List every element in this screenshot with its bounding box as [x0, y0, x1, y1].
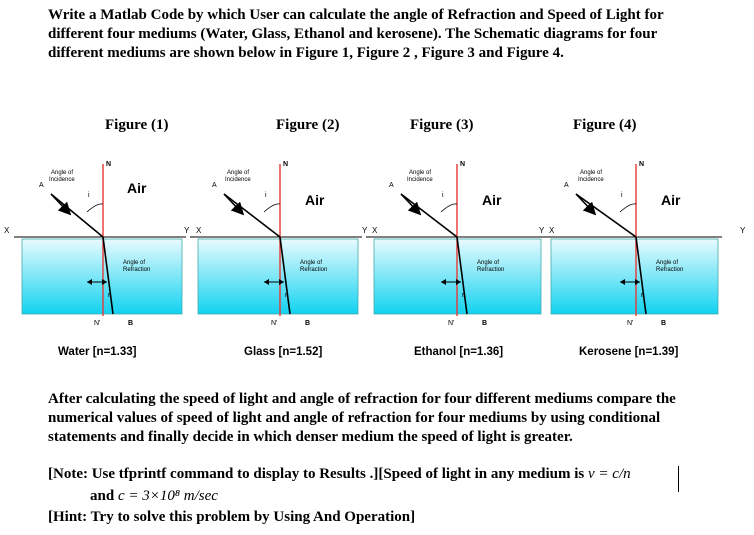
incident-arrow-4: [575, 193, 597, 216]
point-a-1: A: [39, 182, 44, 189]
medium-name-4: Kerosene [n=1.39]: [579, 346, 679, 358]
incidence-arc-4: [619, 203, 637, 213]
air-label-1: Air: [127, 180, 147, 196]
figure-4-caption: Figure (4): [573, 117, 637, 133]
axis-y-4: Y: [740, 226, 746, 235]
refraction-label-a-4: Angle of: [656, 260, 678, 266]
figure-2-caption: Figure (2): [276, 117, 340, 133]
angle-i-4: i: [621, 192, 623, 199]
incident-ray-4: [575, 193, 637, 238]
refraction-label-b-3: Refraction: [477, 267, 504, 273]
point-a-3: A: [389, 182, 394, 189]
note-and: and: [90, 488, 115, 504]
incidence-label-a-2: Angle of: [227, 170, 249, 176]
note-text: [Note: Use tfprintf command to display t…: [48, 466, 585, 482]
incidence-label-b-2: Incidence: [225, 177, 251, 183]
point-b-1: B: [128, 320, 133, 327]
axis-x-1: X: [4, 226, 10, 235]
figure-3-caption: Figure (3): [410, 117, 474, 133]
refraction-arrowheads-3: [441, 279, 461, 285]
refraction-label-b-4: Refraction: [656, 267, 683, 273]
normal-top-1: N: [106, 161, 111, 168]
normal-top-2: N: [283, 161, 288, 168]
angle-r-2: r: [285, 292, 288, 299]
medium-name-3: Ethanol [n=1.36]: [414, 346, 503, 358]
refracted-ray-4: [635, 236, 647, 315]
angle-i-1: i: [88, 192, 90, 199]
text-cursor-bar: [678, 466, 679, 492]
incident-arrow-2: [223, 193, 245, 216]
medium-name-1: Water [n=1.33]: [58, 346, 137, 358]
angle-i-3: i: [442, 192, 444, 199]
incident-ray-1: [50, 193, 104, 238]
axis-y-3: Y: [539, 226, 545, 235]
point-a-4: A: [564, 182, 569, 189]
figure-1-caption: Figure (1): [105, 117, 169, 133]
angle-r-1: r: [108, 292, 111, 299]
point-b-3: B: [482, 320, 487, 327]
normal-top-4: N: [639, 161, 644, 168]
refraction-label-a-2: Angle of: [300, 260, 322, 266]
axis-y-1: Y: [184, 226, 190, 235]
medium-block-2: [197, 238, 359, 315]
incidence-label-b-1: Incidence: [49, 177, 75, 183]
normal-bottom-4: N': [627, 320, 633, 327]
medium-block-4: [550, 238, 719, 315]
refracted-ray-1: [102, 236, 114, 315]
outro-paragraph: After calculating the speed of light and…: [48, 391, 676, 445]
angle-i-2: i: [265, 192, 267, 199]
axis-x-4: X: [549, 226, 555, 235]
axis-x-2: X: [196, 226, 202, 235]
incidence-label-a-3: Angle of: [409, 170, 431, 176]
air-label-4: Air: [661, 192, 681, 208]
note-line-2: and c = 3×10⁸ m/sec: [90, 488, 218, 505]
hint-line: [Hint: Try to solve this problem by Usin…: [48, 509, 416, 525]
normal-bottom-1: N': [94, 320, 100, 327]
incident-ray-3: [400, 193, 458, 238]
incidence-label-a-4: Angle of: [580, 170, 602, 176]
incidence-arc-2: [263, 203, 281, 213]
refraction-label-b-1: Refraction: [123, 267, 150, 273]
refraction-arrowheads-4: [620, 279, 640, 285]
speed-formula: v = c/n: [588, 466, 631, 482]
incidence-label-b-4: Incidence: [578, 177, 604, 183]
refracted-ray-2: [279, 236, 291, 315]
angle-r-4: r: [641, 292, 644, 299]
normal-bottom-2: N': [271, 320, 277, 327]
note-line: [Note: Use tfprintf command to display t…: [48, 466, 631, 483]
light-speed-constant: c = 3×10⁸ m/sec: [117, 488, 218, 504]
incidence-label-b-3: Incidence: [407, 177, 433, 183]
refraction-label-a-3: Angle of: [477, 260, 499, 266]
incidence-label-a-1: Angle of: [51, 170, 73, 176]
air-label-2: Air: [305, 192, 325, 208]
normal-top-3: N: [460, 161, 465, 168]
medium-block-1: [21, 238, 183, 315]
incidence-arc-1: [86, 203, 104, 213]
refracted-ray-3: [456, 236, 468, 315]
refraction-arrowheads-2: [264, 279, 284, 285]
intro-paragraph: Write a Matlab Code by which User can ca…: [48, 7, 664, 61]
angle-r-3: r: [462, 292, 465, 299]
incidence-arc-3: [440, 203, 458, 213]
refraction-arrowheads-1: [87, 279, 107, 285]
incident-arrow-1: [50, 193, 72, 216]
axis-x-3: X: [372, 226, 378, 235]
medium-name-2: Glass [n=1.52]: [244, 346, 322, 358]
point-a-2: A: [212, 182, 217, 189]
point-b-2: B: [305, 320, 310, 327]
refraction-label-b-2: Refraction: [300, 267, 327, 273]
air-label-3: Air: [482, 192, 502, 208]
normal-bottom-3: N': [448, 320, 454, 327]
incident-arrow-3: [400, 193, 422, 216]
axis-y-2: Y: [362, 226, 368, 235]
incident-ray-2: [223, 193, 281, 238]
refraction-label-a-1: Angle of: [123, 260, 145, 266]
point-b-4: B: [661, 320, 666, 327]
